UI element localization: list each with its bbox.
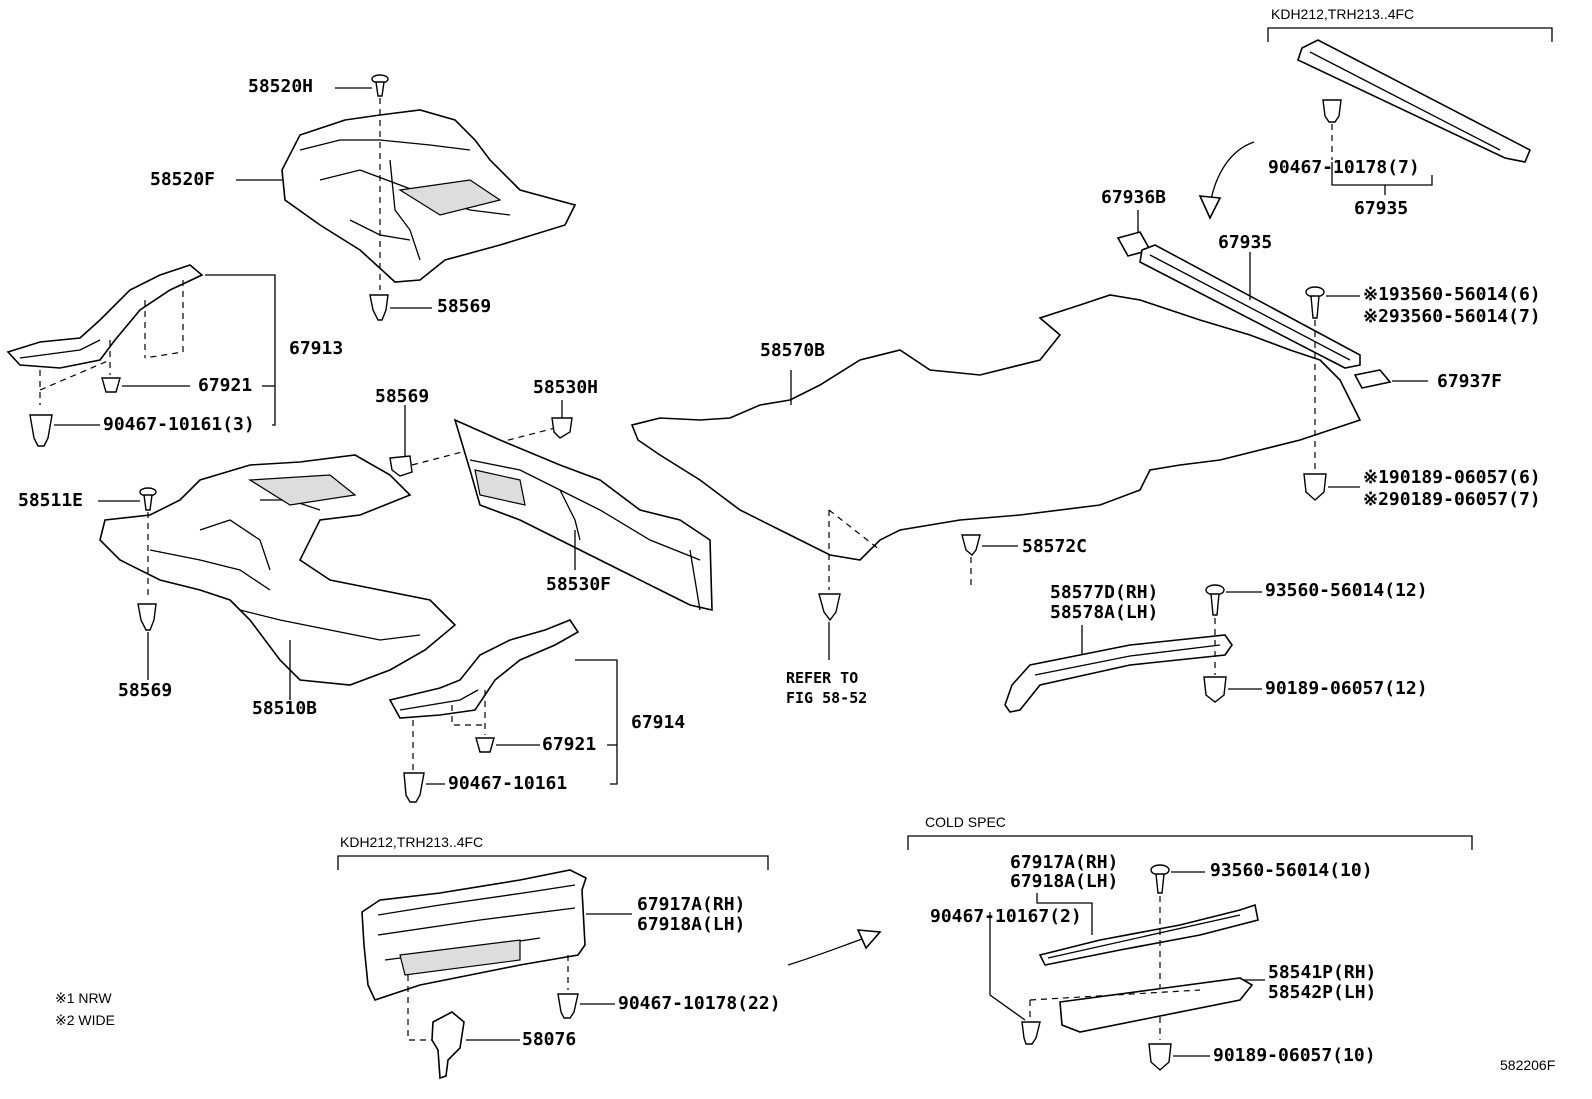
label-58511E: 58511E [18, 490, 84, 511]
refer-to-line: REFER TO [786, 669, 859, 687]
extension-67917A[interactable] [361, 869, 587, 1001]
screw-93560-56014-10[interactable] [1150, 864, 1170, 894]
label-58510B: 58510B [252, 698, 318, 719]
label-67914: 67914 [631, 712, 686, 733]
label-90189-12: 90189-06057(12) [1265, 678, 1428, 699]
label-67935: 67935 [1218, 232, 1273, 253]
label-93560-wide: ※293560-56014(7) [1363, 306, 1541, 327]
clip-58569-middle[interactable] [389, 455, 413, 477]
label-58541P: 58541P(RH) [1268, 962, 1377, 983]
condition-cold-spec: COLD SPEC [925, 814, 1006, 830]
refer-to-fig[interactable]: REFER TO FIG 58-52 [786, 668, 867, 708]
clip-90189-06057-12[interactable] [1203, 676, 1227, 703]
clip-58569-left[interactable] [137, 603, 157, 631]
floor-silencer-58510B[interactable] [99, 454, 457, 686]
label-58520F: 58520F [150, 169, 216, 190]
refer-fig-line: FIG 58-52 [786, 689, 868, 707]
clip-90467-10178-22[interactable] [557, 993, 579, 1019]
label-90467-10178-22: 90467-10178(22) [618, 993, 781, 1014]
label-58572C: 58572C [1022, 536, 1088, 557]
floor-silencer-58520F[interactable] [281, 109, 577, 283]
label-90189-10: 90189-06057(10) [1213, 1045, 1376, 1066]
label-90467-10161: 90467-10161 [448, 773, 568, 794]
extension-67917A-cold[interactable] [1038, 903, 1259, 966]
label-58542P: 58542P(LH) [1268, 982, 1377, 1003]
bracket-58076[interactable] [431, 1011, 465, 1080]
label-93560-10: 93560-56014(10) [1210, 860, 1373, 881]
clip-67921-lower[interactable] [475, 737, 495, 753]
clip-90467-10161-upper[interactable] [29, 414, 53, 447]
clip-90189-06057-upper[interactable] [1303, 473, 1327, 501]
label-58520H: 58520H [248, 76, 314, 97]
label-67921-a: 67921 [198, 375, 253, 396]
clip-90467-10161-lower[interactable] [403, 772, 425, 803]
clip-58511E[interactable] [139, 487, 157, 511]
clip-58530H[interactable] [551, 417, 573, 439]
label-90467-10167-2: 90467-10167(2) [930, 906, 1082, 927]
label-58577D: 58577D(RH) [1050, 582, 1159, 603]
label-67937F: 67937F [1437, 371, 1503, 392]
label-90467-10161-3: 90467-10161(3) [103, 414, 255, 435]
clip-90467-10178-upper[interactable] [1322, 99, 1342, 123]
clip-67921-upper[interactable] [101, 377, 121, 393]
label-58569-c: 58569 [118, 680, 173, 701]
clip-refer-58-52[interactable] [818, 593, 841, 622]
label-58578A: 58578A(LH) [1050, 602, 1159, 623]
label-90189-nrw: ※190189-06057(6) [1363, 467, 1541, 488]
note-nrw: ※1 NRW [55, 990, 112, 1006]
scuff-plate-67914[interactable] [388, 619, 580, 719]
label-93560-12: 93560-56014(12) [1265, 580, 1428, 601]
silencer-58541P[interactable] [1059, 977, 1254, 1033]
clip-90467-10167[interactable] [1021, 1021, 1041, 1045]
label-58076: 58076 [522, 1029, 577, 1050]
label-58569-b: 58569 [375, 386, 430, 407]
scuff-plate-67935[interactable] [1139, 244, 1361, 369]
footnotes: ※1 NRW ※2 WIDE [55, 987, 115, 1031]
clip-58572C[interactable] [961, 534, 981, 556]
label-67935-top: 67935 [1354, 198, 1409, 219]
screw-93560-56014-upper[interactable] [1305, 286, 1325, 319]
scuff-plate-67913[interactable] [6, 264, 204, 369]
retainer-67937F[interactable] [1353, 369, 1392, 389]
figure-id: 582206F [1500, 1057, 1556, 1073]
screw-93560-56014-12[interactable] [1205, 584, 1225, 616]
clip-90189-06057-10[interactable] [1148, 1043, 1172, 1071]
reinforcement-58577D[interactable] [1004, 634, 1233, 713]
label-67917A-a: 67917A(RH) [637, 894, 746, 915]
label-58530F: 58530F [546, 574, 612, 595]
label-90467-10178-7: 90467-10178(7) [1268, 157, 1420, 178]
label-58570B: 58570B [760, 340, 826, 361]
condition-bottom-center: KDH212,TRH213..4FC [340, 834, 484, 850]
clip-58520H[interactable] [371, 74, 389, 97]
label-58569-a: 58569 [437, 296, 492, 317]
label-67921-b: 67921 [542, 734, 597, 755]
floor-silencer-58570B[interactable] [630, 294, 1362, 561]
note-wide: ※2 WIDE [55, 1012, 115, 1028]
clip-58569-upper[interactable] [369, 294, 389, 321]
label-67918A-a: 67918A(LH) [637, 914, 746, 935]
condition-top-right: KDH212,TRH213..4FC [1271, 6, 1415, 22]
label-67917A-b: 67917A(RH) [1010, 852, 1119, 873]
scuff-plate-67935-wide[interactable] [1297, 39, 1532, 163]
label-90189-wide: ※290189-06057(7) [1363, 489, 1541, 510]
label-58530H: 58530H [533, 377, 599, 398]
label-67913: 67913 [289, 338, 344, 359]
label-93560-nrw: ※193560-56014(6) [1363, 284, 1541, 305]
label-67936B: 67936B [1101, 187, 1167, 208]
tunnel-silencer-58530F[interactable] [453, 418, 713, 612]
label-67918A-b: 67918A(LH) [1010, 871, 1119, 892]
